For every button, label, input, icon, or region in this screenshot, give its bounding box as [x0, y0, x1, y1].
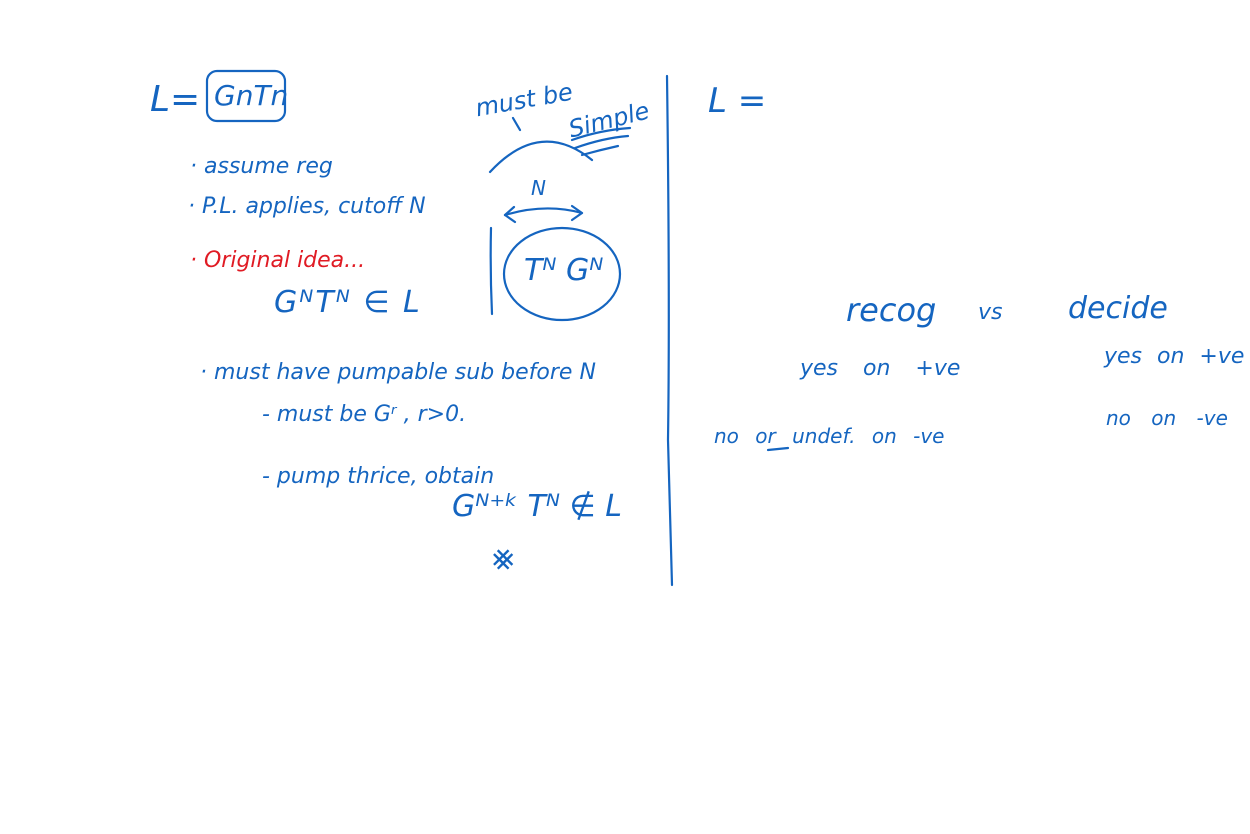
- must-be-arrow: [511, 116, 522, 132]
- vertical-bar: [489, 226, 494, 316]
- language-definition: GnTn: [214, 79, 289, 112]
- circle-around-tngn: [502, 226, 622, 322]
- sub-pump-thrice: - pump thrice, obtain: [262, 464, 495, 489]
- bullet-assume-regular: · assume reg: [190, 154, 333, 179]
- expression-in-language: GᴺTᴺ ∈ L: [274, 285, 422, 320]
- arc-above-n: [488, 140, 594, 174]
- contradiction-symbol: ⨳: [492, 537, 515, 578]
- bullet-pumpable-sub: · must have pumpable sub before N: [200, 360, 596, 385]
- bullet-pumping-lemma: · P.L. applies, cutoff N: [188, 194, 426, 219]
- heading-vs: vs: [978, 300, 1003, 325]
- arrow-head-left: [503, 205, 517, 224]
- heading-decide: decide: [1068, 291, 1168, 326]
- circled-expression: Tᴺ Gᴺ: [524, 253, 604, 288]
- heading-recog: recog: [846, 291, 937, 329]
- simple-underline: [570, 126, 632, 157]
- expression-not-in-language: Gᴺ⁺ᵏ Tᴺ ∉ L: [452, 489, 622, 524]
- decide-no-case: no on -ve: [1106, 406, 1228, 430]
- language-lhs: L=: [150, 79, 201, 120]
- or-underline: [766, 446, 790, 452]
- decide-yes-case: yes on +ve: [1104, 344, 1245, 369]
- double-arrow: [503, 207, 584, 217]
- right-language-lhs: L =: [708, 81, 767, 121]
- divider-line: [665, 74, 674, 587]
- definition-box: [205, 69, 287, 123]
- pump-length-n: N: [531, 176, 546, 200]
- sub-must-be-g-r: - must be Gʳ , r>0.: [262, 402, 467, 427]
- recog-no-case: no or undef. on -ve: [714, 424, 945, 448]
- bullet-original-idea: · Original idea...: [190, 248, 366, 273]
- arrow-head-right: [570, 204, 584, 222]
- recog-yes-case: yes on +ve: [800, 356, 961, 381]
